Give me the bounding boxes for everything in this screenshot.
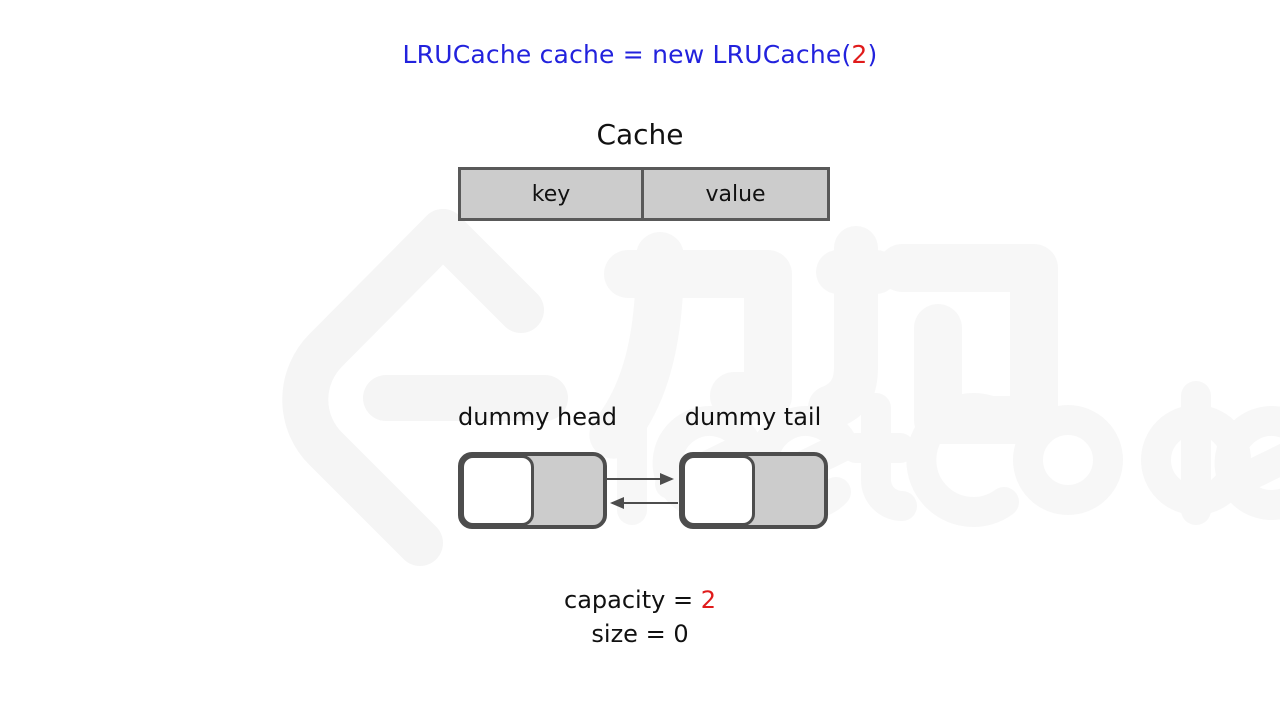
code-title-argument: 2 (851, 40, 868, 69)
size-label: size = (591, 620, 674, 648)
dummy-head-label: dummy head (458, 403, 617, 431)
dummy-tail-label: dummy tail (684, 403, 822, 431)
code-title-suffix: ) (867, 40, 878, 69)
list-node-value-slot (682, 455, 755, 526)
size-line: size = 0 (0, 617, 1280, 651)
capacity-value: 2 (700, 586, 716, 614)
capacity-label: capacity = (564, 586, 701, 614)
list-node-value-slot (461, 455, 534, 526)
size-value: 0 (673, 620, 689, 648)
pointer-arrows (606, 473, 678, 509)
cache-table-title: Cache (596, 118, 684, 151)
cache-column-header-key: key (461, 170, 645, 218)
list-node-dummy-head (458, 452, 607, 529)
code-title: LRUCache cache = new LRUCache(2) (0, 40, 1280, 69)
cache-table: key value (458, 167, 830, 221)
stats-block: capacity = 2 size = 0 (0, 583, 1280, 651)
cache-column-header-value: value (644, 170, 827, 218)
code-title-prefix: LRUCache cache = new LRUCache( (402, 40, 852, 69)
capacity-line: capacity = 2 (0, 583, 1280, 617)
list-node-dummy-tail (679, 452, 828, 529)
